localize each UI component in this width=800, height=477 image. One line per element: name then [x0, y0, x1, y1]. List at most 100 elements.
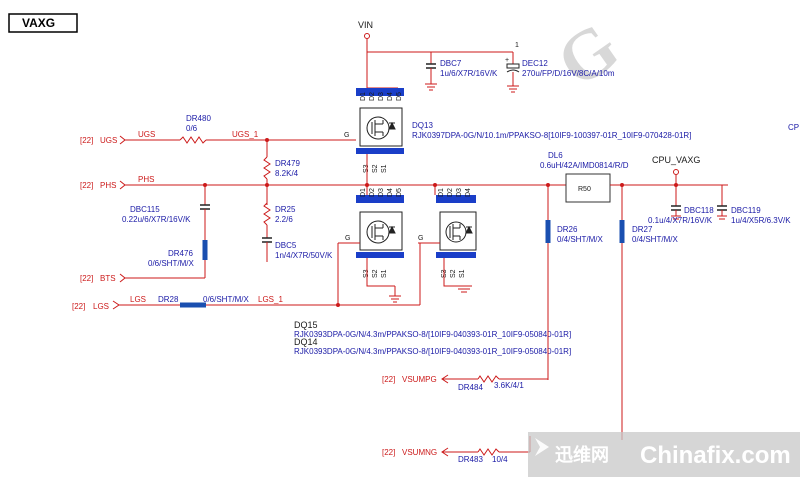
svg-text:S1: S1: [381, 164, 388, 173]
dr480-resistor: [179, 136, 207, 144]
svg-text:D3: D3: [456, 188, 463, 197]
vin-terminal: [364, 33, 370, 39]
dec12-value: 270u/FP/D/16V/8C/A/10m: [522, 69, 615, 78]
dr480-value: 0/6: [186, 124, 198, 133]
watermark-brand-cn: 迅维网: [555, 444, 609, 466]
dr25-ref: DR25: [275, 205, 296, 214]
phs-port-ref: [22]: [80, 181, 93, 190]
dbc119-ground-icon: [717, 210, 727, 220]
svg-text:D2: D2: [369, 188, 376, 197]
dq13-value: RJK0397DPA-0G/N/10.1m/PPAKSO-8[10IF9-100…: [412, 131, 691, 140]
ugs-net-label: UGS: [138, 130, 155, 139]
dr26-ref: DR26: [557, 225, 578, 234]
dbc118-value: 0.1u/4/X7R/16V/K: [648, 216, 713, 225]
lgs-port-ref: [22]: [72, 302, 85, 311]
dq15-source-tab: [356, 252, 404, 258]
watermark-brand-en: Chinafix.com: [640, 442, 791, 469]
dr27-ref: DR27: [632, 225, 653, 234]
dbc115-value: 0.22u/6/X7R/16V/K: [122, 215, 191, 224]
dec12-pin1: 1: [515, 42, 519, 49]
ugs1-net-label: UGS_1: [232, 130, 259, 139]
svg-text:S2: S2: [372, 269, 379, 278]
dbc119-ref: DBC119: [731, 206, 761, 215]
bts-port-name: BTS: [100, 274, 116, 283]
svg-text:D1: D1: [360, 188, 367, 197]
dq13-gate-label: G: [344, 132, 349, 139]
vsumpg-port-ref: [22]: [382, 375, 395, 384]
vsumng-port-ref: [22]: [382, 448, 395, 457]
dec12-ground-icon: [507, 85, 519, 93]
dq13-ref: DQ13: [412, 121, 433, 130]
dr476-value: 0/6/SHT/M/X: [148, 259, 194, 268]
dr479-value: 8.2K/4: [275, 169, 299, 178]
lgs-port-name: LGS: [93, 302, 109, 311]
dq15-mosfet: [359, 211, 403, 251]
svg-text:D2: D2: [447, 188, 454, 197]
watermark-banner: [528, 432, 800, 477]
cpu-vaxg-terminal: [673, 169, 679, 175]
dq15-gate-label: G: [345, 235, 350, 242]
svg-text:D1: D1: [438, 188, 445, 197]
dbc119-value: 1u/4/X5R/6.3V/K: [731, 216, 791, 225]
vin-label: VIN: [358, 20, 373, 30]
svg-text:D4: D4: [387, 188, 394, 197]
dq14-ref: DQ14: [294, 337, 318, 347]
dr479-resistor: [263, 156, 271, 180]
dq15-ground-icon: [366, 258, 401, 303]
dq14-gate-label: G: [418, 235, 423, 242]
dbc118-ground-icon: [671, 210, 681, 220]
svg-text:S2: S2: [372, 164, 379, 173]
dq15-ref: DQ15: [294, 320, 318, 330]
phs-port-name: PHS: [100, 181, 116, 190]
dec12-ref: DEC12: [522, 59, 548, 68]
dbc5-value: 1n/4/X7R/50V/K: [275, 251, 333, 260]
dbc7-value: 1u/6/X7R/16V/K: [440, 69, 498, 78]
bts-port-arrow-icon: [119, 273, 126, 283]
svg-text:D4: D4: [465, 188, 472, 197]
sheet-title: VAXG: [22, 16, 55, 30]
dq15-value: RJK0393DPA-0G/N/4.3m/PPAKSO-8/[10IF9-040…: [294, 330, 571, 339]
dr480-ref: DR480: [186, 114, 211, 123]
vsumpg-port-name: VSUMPG: [402, 375, 437, 384]
svg-text:D2: D2: [369, 92, 376, 101]
dl6-body-label: R50: [578, 186, 591, 193]
dl6-inductor: [565, 173, 611, 203]
dr27-value: 0/4/SHT/M/X: [632, 235, 678, 244]
dr483-resistor: [477, 448, 500, 456]
cpu-vaxg-label: CPU_VAXG: [652, 155, 700, 165]
dec12-cap: [506, 63, 520, 69]
edge-cut-label: CP: [788, 123, 799, 132]
dbc5-ref: DBC5: [275, 241, 297, 250]
svg-text:D4: D4: [387, 92, 394, 101]
svg-text:D3: D3: [378, 92, 385, 101]
dec12-plus: +: [505, 57, 509, 64]
dbc115-ref: DBC115: [130, 205, 160, 214]
dq13-source-tab: [356, 148, 404, 154]
svg-text:D5: D5: [396, 188, 403, 197]
phs-port-arrow-icon: [119, 180, 126, 190]
dr483-ref: DR483: [458, 455, 483, 464]
svg-text:D3: D3: [378, 188, 385, 197]
dr26-value: 0/4/SHT/M/X: [557, 235, 603, 244]
dq14-value: RJK0393DPA-0G/N/4.3m/PPAKSO-8/[10IF9-040…: [294, 347, 571, 356]
title-box: [8, 13, 78, 33]
watermark-g: G: [544, 8, 633, 102]
dr28-value: 0/6/SHT/M/X: [203, 295, 249, 304]
dq13-drain-tab: [356, 88, 404, 96]
dbc118-ref: DBC118: [684, 206, 714, 215]
dq14-drain-tab: [436, 195, 476, 203]
dr484-ref: DR484: [458, 383, 483, 392]
dr476-ref: DR476: [168, 249, 193, 258]
dq14-ground-icon: [443, 258, 472, 293]
svg-text:S2: S2: [450, 269, 457, 278]
dq14-source-tab: [436, 252, 476, 258]
svg-text:S1: S1: [381, 269, 388, 278]
dq15-drain-tab: [356, 195, 404, 203]
lgs-net-label: LGS: [130, 295, 146, 304]
dr25-resistor: [263, 202, 271, 226]
phs-net-label: PHS: [138, 175, 154, 184]
dr483-value: 10/4: [492, 455, 508, 464]
svg-text:D1: D1: [360, 92, 367, 101]
ugs-port-name: UGS: [100, 136, 117, 145]
